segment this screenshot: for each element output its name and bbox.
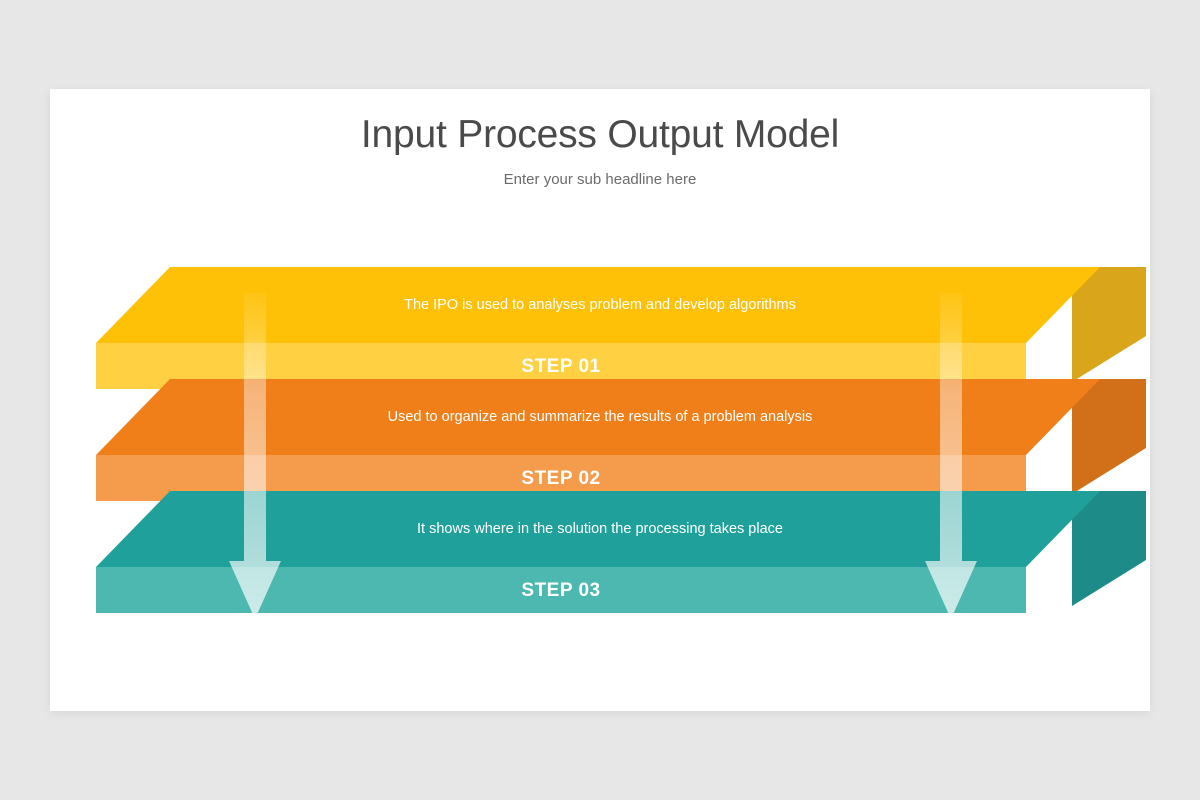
layer-description-03: It shows where in the solution the proce… — [417, 521, 783, 537]
layer-step-label-03: STEP 03 — [521, 580, 601, 601]
layer-description-02: Used to organize and summarize the resul… — [387, 409, 813, 425]
layer-description-01: The IPO is used to analyses problem and … — [404, 297, 796, 313]
layer-step-label-02: STEP 02 — [521, 468, 601, 489]
layer-step-03[interactable]: It shows where in the solution the proce… — [50, 491, 1150, 613]
ipo-layer-stack: The IPO is used to analyses problem and … — [50, 89, 1150, 711]
page-subtitle: Enter your sub headline here — [503, 171, 697, 188]
page-title: Input Process Output Model — [360, 113, 840, 156]
presentation-slide: Input Process Output Model Enter your su… — [50, 89, 1150, 711]
layer-step-02[interactable]: Used to organize and summarize the resul… — [50, 379, 1150, 501]
layer-step-01[interactable]: The IPO is used to analyses problem and … — [50, 267, 1150, 389]
layer-step-label-01: STEP 01 — [521, 356, 601, 377]
